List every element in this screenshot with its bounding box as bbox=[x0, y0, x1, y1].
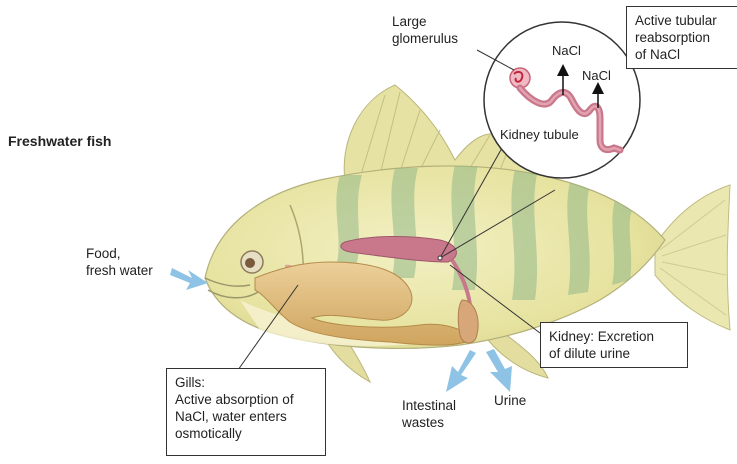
food-arrow bbox=[170, 268, 208, 290]
intestinal-label: Intestinal wastes bbox=[402, 397, 456, 431]
nacl-label-1: NaCl bbox=[552, 42, 581, 59]
food-label: Food, fresh water bbox=[86, 245, 153, 279]
glomerulus-label: Large glomerulus bbox=[392, 13, 458, 47]
nacl-label-2: NaCl bbox=[582, 67, 611, 84]
kidney-tubule-label: Kidney tubule bbox=[500, 126, 579, 143]
urine-label: Urine bbox=[494, 392, 526, 409]
gills-box: Gills: Active absorption of NaCl, water … bbox=[166, 368, 326, 456]
intestinal-arrow bbox=[446, 350, 476, 392]
kidney-excretion-box: Kidney: Excretion of dilute urine bbox=[540, 322, 688, 368]
tail-fin bbox=[655, 185, 730, 330]
figure-title: Freshwater fish bbox=[8, 133, 111, 150]
active-tubular-box: Active tubular reabsorption of NaCl bbox=[626, 6, 737, 69]
